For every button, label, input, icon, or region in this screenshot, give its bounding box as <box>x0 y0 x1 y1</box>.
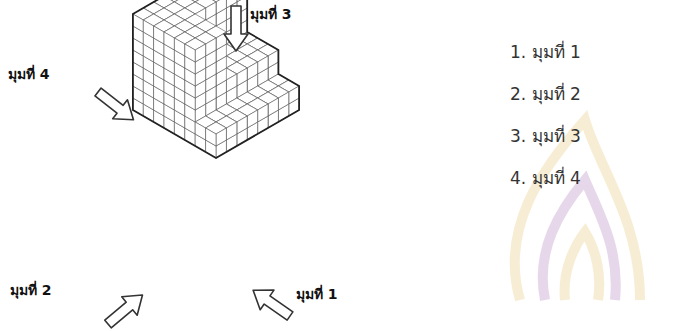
block-face <box>268 98 278 116</box>
view-label: มุมที่ 4 <box>8 66 50 83</box>
view-arrows <box>91 6 297 331</box>
block-face <box>268 50 278 68</box>
answer-option: 1. มุมที่ 1 <box>510 42 581 62</box>
block-face <box>258 104 268 122</box>
block-face <box>206 2 216 20</box>
view-arrow-2 <box>100 286 150 331</box>
answer-option: 3. มุมที่ 3 <box>510 126 581 146</box>
block-face <box>185 44 195 62</box>
stepped-block <box>133 0 299 158</box>
block-face <box>226 74 236 92</box>
answer-option: 4. มุมที่ 4 <box>510 168 581 188</box>
block-face <box>174 38 184 56</box>
view-arrow-4 <box>91 83 141 130</box>
watermark <box>515 120 640 300</box>
block-face <box>143 20 153 38</box>
block-face <box>289 86 299 104</box>
block-face <box>195 44 205 62</box>
block-face <box>237 68 247 86</box>
block-face <box>226 122 236 140</box>
view-label: มุมที่ 2 <box>10 282 52 299</box>
block-face <box>195 122 205 140</box>
view-arrow-1 <box>246 280 297 325</box>
view-label: มุมที่ 1 <box>296 286 338 303</box>
block-face <box>206 38 216 56</box>
block-face <box>247 62 257 80</box>
view-arrow-3 <box>224 6 248 51</box>
block-face <box>164 32 174 50</box>
block-face <box>278 92 288 110</box>
view-label: มุมที่ 3 <box>250 6 292 23</box>
block-face <box>206 128 216 146</box>
block-face <box>154 26 164 44</box>
block-face <box>133 14 143 32</box>
block-face <box>216 0 226 14</box>
block-outline <box>133 0 299 158</box>
block-face <box>216 128 226 146</box>
answer-option: 2. มุมที่ 2 <box>510 84 581 104</box>
block-face <box>258 56 268 74</box>
block-face <box>247 110 257 128</box>
block-face <box>237 0 247 2</box>
block-face <box>237 116 247 134</box>
